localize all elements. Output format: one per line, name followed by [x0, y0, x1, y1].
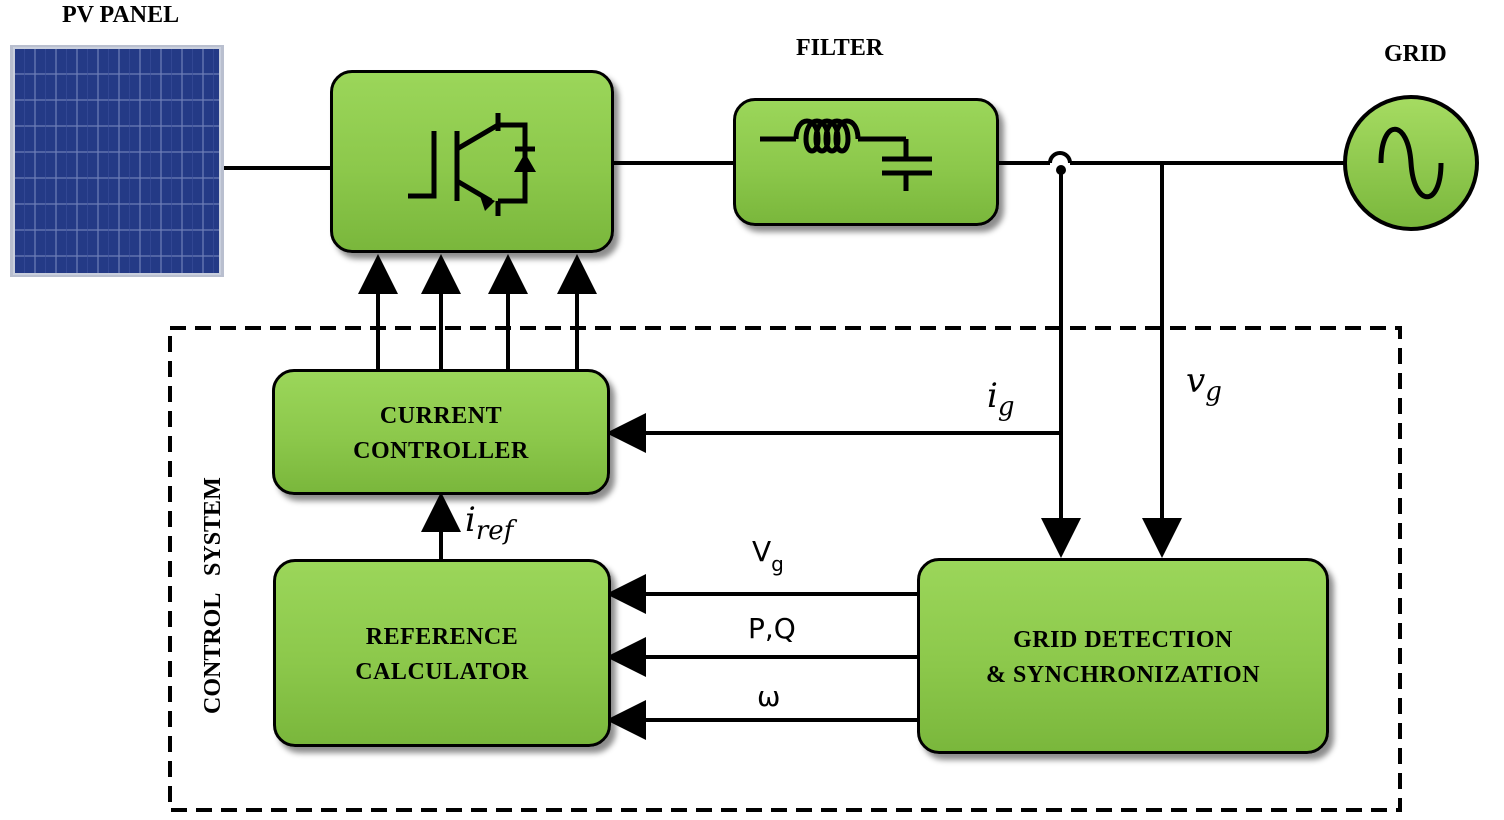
filter-block [733, 98, 999, 226]
pv-panel-title: PV PANEL [62, 2, 180, 28]
control-system-label: CONTROL SYSTEM [200, 477, 226, 714]
filter-title: FILTER [796, 35, 884, 61]
lc-filter-icon [760, 118, 932, 191]
pq-label: P,Q [748, 612, 796, 645]
ac-source-icon [1343, 95, 1479, 231]
current-controller-label: CURRENT CONTROLLER [275, 399, 607, 469]
grid-detection-line-2: & SYNCHRONIZATION [985, 662, 1261, 688]
vg-label: vg [1186, 361, 1222, 407]
Vg-label: Vg [752, 535, 784, 576]
current-controller-line-1: CURRENT [379, 403, 503, 429]
grid-detection-block: GRID DETECTION & SYNCHRONIZATION [917, 558, 1329, 754]
current-controller-block: CURRENT CONTROLLER [272, 369, 610, 495]
reference-calculator-block: REFERENCE CALCULATOR [273, 559, 611, 747]
omega-label: ω [757, 680, 781, 713]
reference-calculator-line-1: REFERENCE [365, 624, 519, 650]
grid-title: GRID [1384, 41, 1447, 67]
grid-detection-line-1: GRID DETECTION [1013, 627, 1233, 653]
pv-panel-icon [10, 45, 224, 277]
iref-label: iref [465, 500, 514, 546]
igbt-symbol-icon [408, 113, 536, 216]
reference-calculator-line-2: CALCULATOR [355, 659, 529, 685]
reference-calculator-label: REFERENCE CALCULATOR [276, 620, 608, 690]
grid-detection-label: GRID DETECTION & SYNCHRONIZATION [920, 623, 1326, 693]
ig-label: ig [987, 376, 1015, 422]
current-controller-line-2: CONTROLLER [353, 438, 529, 464]
control-system-boundary [168, 326, 1402, 812]
inverter-block [330, 70, 614, 253]
